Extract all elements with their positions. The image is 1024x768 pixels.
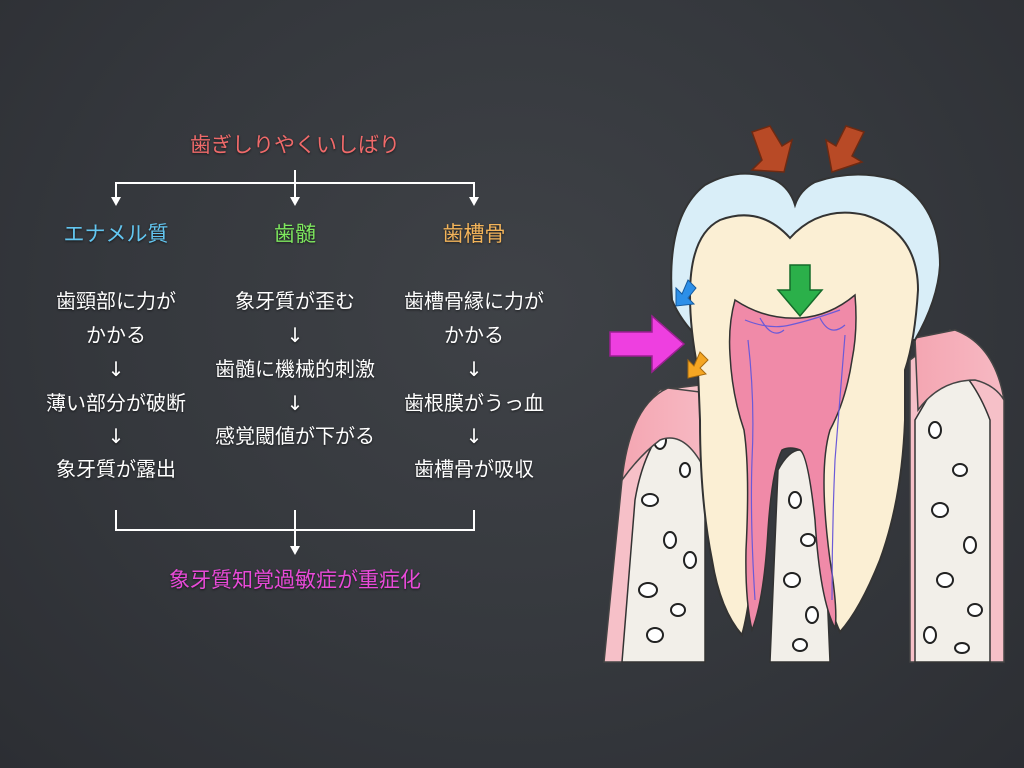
col1-line: 薄い部分が破断 — [46, 391, 186, 415]
col2-arrow: ↓ — [286, 391, 304, 415]
col1-line: 象牙質が露出 — [56, 457, 176, 481]
col3-line: かかる — [444, 323, 504, 347]
col1-line: 歯頸部に力が — [56, 289, 176, 313]
col3-line: 歯槽骨縁に力が — [404, 289, 544, 313]
diagram-title: 歯ぎしりやくいしばり — [190, 133, 400, 157]
col3-line: 歯槽骨が吸収 — [414, 457, 534, 481]
blue-enamel-arrow — [675, 279, 697, 307]
col1-arrow: ↓ — [107, 424, 125, 448]
col2-line: 歯髄に機械的刺激 — [215, 357, 375, 381]
col1-line: かかる — [86, 323, 146, 347]
alveolar-bone — [603, 329, 1005, 663]
col1-arrow: ↓ — [107, 357, 125, 381]
col3-line: 歯根膜がうっ血 — [404, 391, 544, 415]
col2-line: 感覚閾値が下がる — [215, 424, 375, 448]
result-text: 象牙質知覚過敏症が重症化 — [169, 568, 421, 592]
heading-alveolar-bone: 歯槽骨 — [442, 222, 506, 246]
col3-arrow: ↓ — [465, 357, 483, 381]
brown-occlusal-force-arrow — [824, 125, 866, 173]
heading-enamel: エナメル質 — [63, 222, 169, 246]
col3-arrow: ↓ — [465, 424, 483, 448]
green-pulp-arrow — [776, 264, 824, 318]
col2-line: 象牙質が歪む — [235, 289, 355, 313]
magenta-lateral-arrow — [609, 314, 686, 374]
col2-arrow: ↓ — [286, 323, 304, 347]
heading-pulp: 歯髄 — [274, 222, 316, 246]
pulp — [728, 293, 857, 633]
orange-cervical-arrow — [687, 351, 709, 379]
pulp-vessels — [744, 309, 846, 601]
gingiva — [620, 329, 1005, 483]
brown-occlusal-force-arrow — [750, 125, 794, 173]
